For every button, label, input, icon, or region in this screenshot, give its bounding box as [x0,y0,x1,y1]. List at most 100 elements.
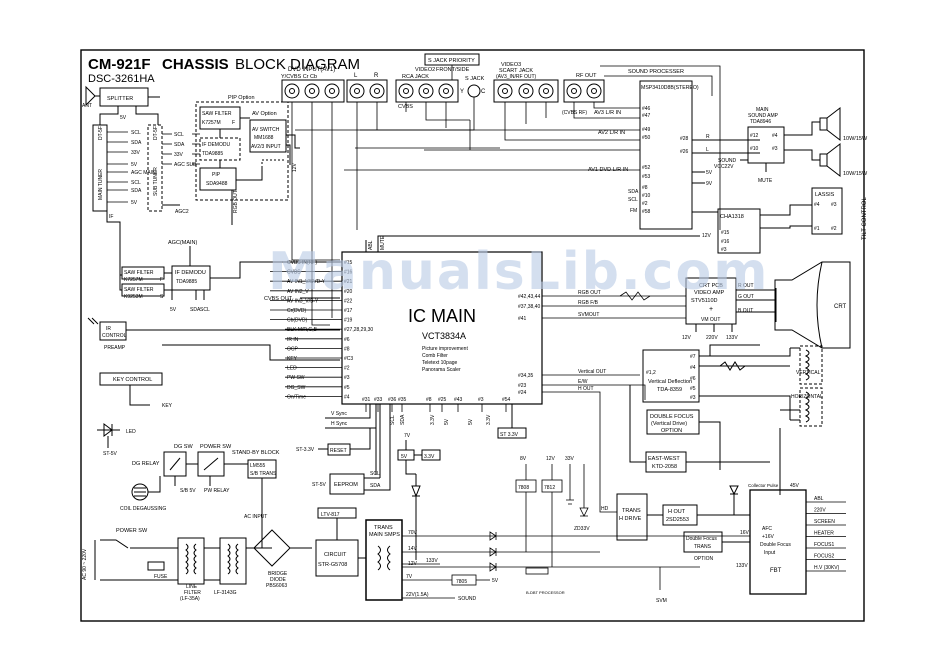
fuse-label: FUSE [154,574,168,580]
sjack-priority-label: S JACK PRIORITY [428,58,475,64]
s-jack: S JACK Y C [460,76,486,98]
ir-preamp: IR CONTROL PREAMP [87,317,340,351]
hd-label: HD [601,506,609,512]
sp-pin-left: #46 [642,106,651,112]
led: LED ST-5V [97,423,136,457]
eeprom-sda: SDA [370,483,381,489]
ic-right-pin: #42,43,44 [518,294,540,300]
model-number: DSC-3261HA [88,73,155,85]
fbt-output-label: SCREEN [814,519,835,525]
pip-signal-label: SDA [174,142,185,148]
key-control-label: KEY CONTROL [113,377,152,383]
ic-pin-number: #27,28,29,30 [344,327,373,333]
amp-title: MAIN [756,107,769,113]
ic-right-name: RGB F/B [578,300,599,306]
ic-pin-name: PW SW [287,375,305,381]
main-tuner-label: MAIN TUNER [98,169,104,200]
dvd-jack-pins: Y/CVBS Cr Cb [281,74,317,80]
sp-scl: SCL [628,197,638,203]
yoke: VERTICAL HORIZONTAL [779,345,823,495]
df-trans2: TRANS [694,544,712,550]
reg-5v: 5V [401,454,408,460]
amp-pin-4: #4 [772,133,778,139]
ic-bottom-pin: #35 [398,397,407,403]
coil-degaussing: COIL DEGAUSSING [120,476,166,512]
ic-right-pin: #37,38,40 [518,304,540,310]
h-16v: 16V [740,530,750,536]
crt-g: G OUT [738,294,754,300]
pip-label: PIP [212,172,221,178]
sp-9v: 9V [706,181,713,187]
ic-right-pin: #41 [518,316,527,322]
rail-33v: 33V [565,456,575,462]
title-chassis: CHASSIS [162,56,229,73]
s-jack-label: S JACK [465,76,485,82]
ic-right-pin: #23 [518,383,527,389]
sp-pin-left: #2 [642,201,648,207]
reg-7808: 7808 [518,485,529,491]
ic-mute-label: MUTE [380,235,386,250]
sp-pin-left: #10 [642,193,651,199]
vdef-title: Vertical Deflection [648,379,692,385]
standby-block: DG SW DG RELAY POWER SW STAND-BY BLOCK L… [132,444,280,520]
svm-label: SVM [656,598,667,604]
vdef-pin-12: #1,2 [646,370,656,376]
ic-bottom-label: 3.3V [430,414,436,425]
h-drive: H DRIVE [619,516,642,522]
scart-jack: VIDEO3 SCART JACK (AV3_IN/RF OUT) [493,62,559,103]
pip-av-in: AV2/3 INPUT [251,144,281,150]
ic-right-name: Vertical OUT [578,369,606,375]
crt-title: CRT PCB [699,283,723,289]
ic-pin-number: #15 [344,260,353,266]
pip-signal-label: AGC SUB [174,162,197,168]
ac-label: AC 90 ~ 220V [82,548,88,580]
sb-trans: LM555 [250,463,266,469]
circuit-part: STR-G5708 [318,562,347,568]
coil-label: COIL DEGAUSSING [120,506,166,512]
sp-pin-left: #50 [642,135,651,141]
ir-label: IR [106,326,111,332]
ic-pin-name: Cr(DVD) [287,308,306,314]
reset-st33: ST-3.3V [296,447,315,453]
line-filter-part: (LF-35A) [180,596,200,602]
ic-pin-number: #6 [344,337,350,343]
pip-saw-part: K7257M [202,120,221,126]
rail-12vb: 12V [546,456,556,462]
smps-trans: TRANS [374,525,393,531]
ic-main: IC MAIN VCT3834A Picture improvementComb… [264,235,700,475]
sub-tuner-part: DT-5F [153,126,159,140]
tuner-signal-label: SDA [131,188,142,194]
sound-processor-title: SOUND PROCESSER [628,69,684,75]
sp-pin-left: #8 [642,185,648,191]
pip-av-switch: AV SWITCH [252,127,280,133]
ic-pin-number: #16 [344,270,353,276]
ic-pin-number: #3 [344,375,350,381]
sp-l: L [706,147,709,153]
amp-vcc22: VCC22V [714,164,734,170]
horizontal-section: HD TRANS H DRIVE H OUT 2SD2553 Double Fo… [601,483,846,595]
rca-jack-title: VIDEO2 [415,67,435,73]
if-saw1p: K7257M [124,277,143,283]
ic-power-regulators: 5V 3.3V 7V ST 3.3V [397,404,527,560]
amp-sub: SOUND AMP [748,113,779,119]
sound-processor: SOUND PROCESSER MSP3410D8B(STEREO) #46#4… [588,69,760,230]
splitter-label: SPLITTER [107,96,133,102]
crt-part: STV5110D [691,298,718,304]
tuner-signal-label: SCL [131,180,141,186]
rail-14v: 14V [408,546,418,552]
ic-pin-number: #20 [344,289,353,295]
ic-pin-number: #4 [344,394,350,400]
led-label: LED [126,429,136,435]
tilt-12v: 12V [702,233,712,239]
tilt-label: TILT CONTROL [862,197,868,240]
sp-pin-left: #47 [642,113,651,119]
rca-jack: VIDEO2 RCA JACK FRONT/SIDE CVBS [395,67,470,110]
ic-pin-number: #C3 [344,356,353,362]
tuner-if: IF [109,214,113,220]
tilt-bpin-4: #4 [814,202,820,208]
av3-label: AV3 L/R IN [594,110,621,116]
tilt-pin-15: #15 [721,230,730,236]
sub-tuner-label: SUB TUNER [153,167,159,196]
crt-label: CRT [834,304,847,310]
sound-amp: MAIN SOUND AMP TDA8946 #12 #10 #4 #3 SOU… [714,107,820,184]
